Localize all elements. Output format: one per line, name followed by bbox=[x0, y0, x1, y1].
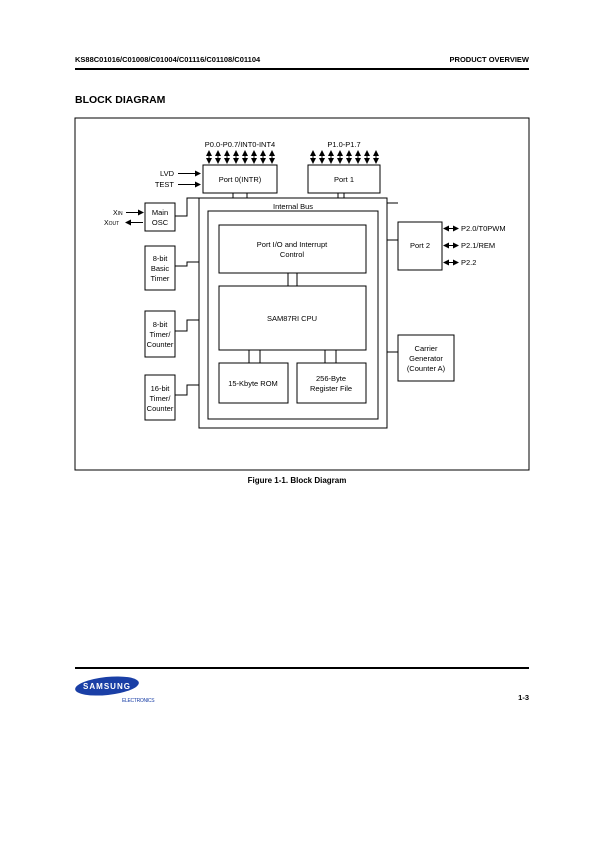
p22-label: P2.2 bbox=[461, 258, 476, 267]
cpu-block bbox=[218, 285, 367, 351]
timer16-line2: Timer/ bbox=[150, 394, 172, 403]
register-file-line2: Register File bbox=[310, 384, 352, 393]
lvd-label: LVD bbox=[160, 169, 175, 178]
port2-label: Port 2 bbox=[410, 241, 430, 250]
rom-label: 15-Kbyte ROM bbox=[228, 379, 278, 388]
main-osc-line2: OSC bbox=[152, 218, 169, 227]
port2-block bbox=[397, 221, 443, 271]
port1-block bbox=[307, 164, 381, 194]
port0-block bbox=[202, 164, 278, 194]
section-title: BLOCK DIAGRAM bbox=[75, 94, 166, 106]
carrier-line2: Generator bbox=[409, 354, 443, 363]
cpu-label: SAM87RI CPU bbox=[267, 314, 317, 323]
timer16-line3: Counter bbox=[147, 404, 174, 413]
basic-timer-block bbox=[144, 245, 176, 291]
internal-bus-outer bbox=[198, 197, 388, 429]
rom-block bbox=[218, 362, 289, 404]
port0-pins-label: P0.0-P0.7/INT0-INT4 bbox=[205, 140, 275, 149]
carrier-generator-block bbox=[397, 334, 455, 382]
samsung-logo: SAMSUNG ELECTRONICS bbox=[74, 674, 164, 709]
internal-bus-inner bbox=[207, 210, 379, 420]
figure-caption: Figure 1-1. Block Diagram bbox=[247, 476, 347, 485]
main-osc-block bbox=[144, 202, 176, 232]
port1-pin-arrows bbox=[310, 150, 379, 164]
basic-timer-line2: Basic bbox=[151, 264, 170, 273]
register-file-block bbox=[296, 362, 367, 404]
port0-label: Port 0(INTR) bbox=[219, 175, 262, 184]
carrier-line1: Carrier bbox=[415, 344, 438, 353]
p20-label: P2.0/T0PWM bbox=[461, 224, 506, 233]
main-osc-line1: Main bbox=[152, 208, 168, 217]
xin-label: XIN bbox=[113, 210, 123, 217]
timer8-line1: 8-bit bbox=[153, 320, 169, 329]
io-cpu-connector bbox=[287, 273, 298, 286]
timer8-line3: Counter bbox=[147, 340, 174, 349]
timer16-line1: 16-bit bbox=[151, 384, 171, 393]
test-label: TEST bbox=[155, 180, 175, 189]
right-bus-connectors bbox=[387, 239, 398, 353]
svg-text:ELECTRONICS: ELECTRONICS bbox=[122, 698, 155, 704]
cpu-memory-connectors bbox=[248, 350, 337, 363]
register-file-line1: 256-Byte bbox=[316, 374, 346, 383]
timer8-line2: Timer/ bbox=[150, 330, 172, 339]
internal-bus-label: Internal Bus bbox=[273, 202, 313, 211]
page-number: 1-3 bbox=[518, 693, 529, 702]
port-io-interrupt-block bbox=[218, 224, 367, 274]
port0-pin-arrows bbox=[206, 150, 275, 164]
p21-label: P2.1/REM bbox=[461, 241, 495, 250]
port-io-label-line2: Control bbox=[280, 250, 305, 259]
block-diagram: P0.0-P0.7/INT0-INT4 P1.0-P1.7 Port 0(INT… bbox=[74, 117, 530, 471]
timer-counter-8-block bbox=[144, 310, 176, 358]
port1-pins-label: P1.0-P1.7 bbox=[327, 140, 360, 149]
xout-label: XOUT bbox=[104, 220, 119, 227]
header-rule bbox=[75, 68, 529, 70]
timer-counter-16-block bbox=[144, 374, 176, 421]
svg-text:SAMSUNG: SAMSUNG bbox=[83, 682, 131, 691]
port1-label: Port 1 bbox=[334, 175, 354, 184]
document-section: PRODUCT OVERVIEW bbox=[449, 55, 529, 64]
left-bus-connectors bbox=[174, 197, 199, 396]
basic-timer-line3: Timer bbox=[151, 274, 170, 283]
basic-timer-line1: 8-bit bbox=[153, 254, 169, 263]
port-io-label-line1: Port I/O and Interrupt bbox=[257, 240, 328, 249]
footer-rule bbox=[75, 667, 529, 669]
document-part-numbers: KS88C01016/C01008/C01004/C01116/C01108/C… bbox=[75, 55, 261, 64]
diagram-frame bbox=[74, 117, 530, 471]
carrier-line3: (Counter A) bbox=[407, 364, 446, 373]
